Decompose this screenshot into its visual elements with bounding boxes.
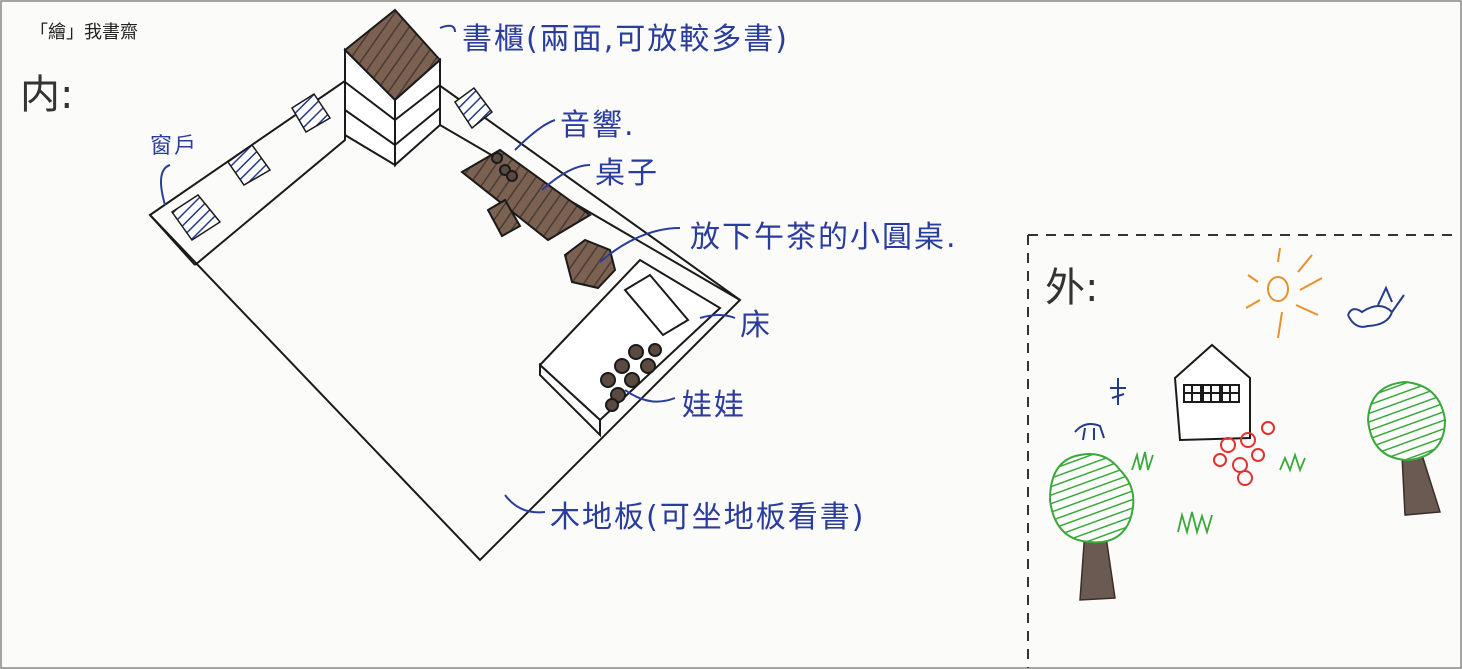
outside-frame <box>1027 234 1460 668</box>
label-floor: 木地板(可坐地板看書) <box>550 500 866 535</box>
pointer-lines <box>160 24 736 514</box>
label-window: 窗戶 <box>150 134 199 159</box>
tree-left <box>1048 453 1135 601</box>
page-title: 「繪」我書齋 <box>30 22 138 43</box>
grass <box>1131 451 1306 536</box>
sun <box>1245 247 1323 339</box>
desk <box>460 148 592 242</box>
small-figures <box>1074 378 1126 441</box>
bird <box>1347 285 1405 328</box>
label-dolls: 娃娃 <box>682 388 746 423</box>
inside-section-label: 内: <box>20 72 74 118</box>
label-bookcase: 書櫃(兩面,可放較多書) <box>462 22 789 57</box>
bed <box>538 258 722 438</box>
outside-section-label: 外: <box>1045 265 1099 311</box>
flowers <box>1213 421 1275 486</box>
bookcase <box>343 8 442 168</box>
house <box>1173 343 1251 442</box>
round-tea-table <box>563 238 617 290</box>
windows <box>170 86 494 242</box>
label-stereo: 音響. <box>560 108 636 143</box>
label-tea-table: 放下午茶的小圓桌. <box>690 220 958 255</box>
label-desk: 桌子 <box>595 156 659 191</box>
tree-right <box>1366 380 1447 516</box>
label-bed: 床 <box>740 308 772 343</box>
